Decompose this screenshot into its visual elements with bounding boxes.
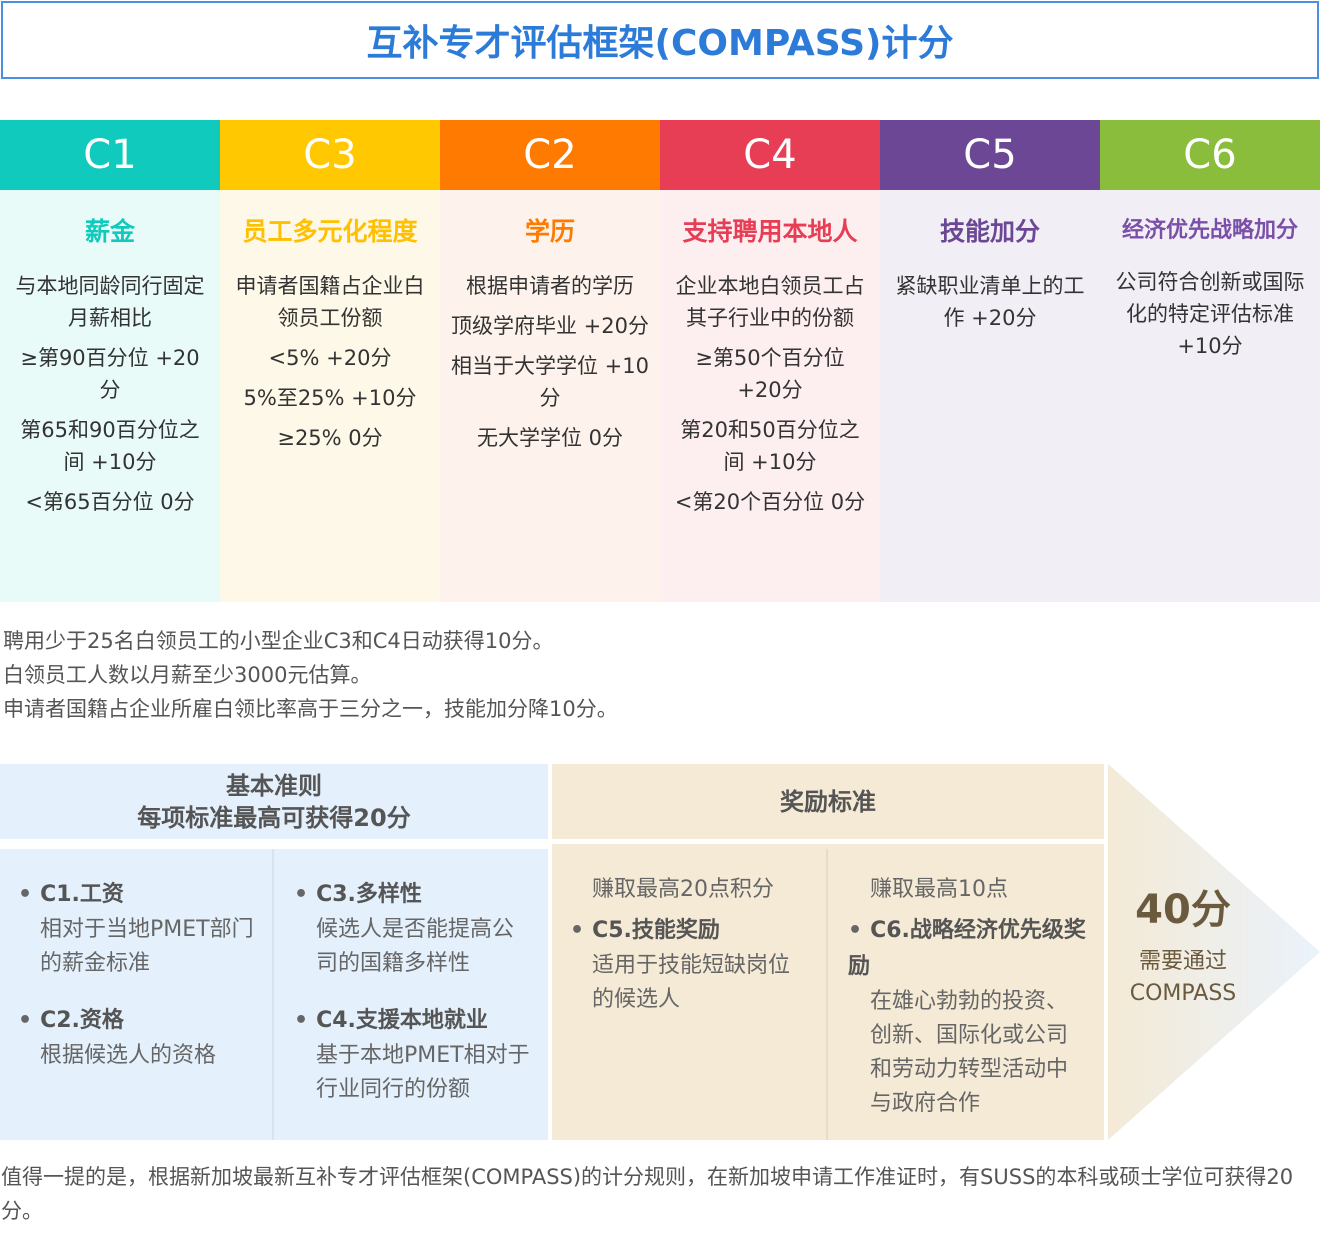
criterion-column-c4: C4 支持聘用本地人企业本地白领员工占其子行业中的份额 ≥第50个百分位 +20分… (660, 120, 880, 602)
criterion-code: C2 (440, 120, 660, 190)
basic-criteria-section: 基本准则 每项标准最高可获得20分 C1.工资 相对于当地PMET部门的薪金标准… (0, 764, 548, 1140)
criterion-line: 企业本地白领员工占其子行业中的份额 (675, 274, 865, 330)
criterion-body: 员工多元化程度申请者国籍占企业白领员工份额 <5% +20分 5%至25% +10分… (220, 190, 440, 602)
bullet-title: C3.多样性 (294, 877, 530, 913)
criterion-body: 支持聘用本地人企业本地白领员工占其子行业中的份额 ≥第50个百分位 +20分第20… (660, 190, 880, 602)
bullet-text: 相对于当地PMET部门的薪金标准 (40, 917, 254, 976)
bullet-title: C1.工资 (18, 877, 254, 913)
basic-right: C3.多样性 候选人是否能提高公司的国籍多样性 C4.支援本地就业 基于本地PM… (276, 849, 548, 1140)
bonus-header: 奖励标准 (552, 764, 1104, 844)
criterion-code: C5 (880, 120, 1100, 190)
criterion-line: 紧缺职业清单上的工作 +20分 (895, 274, 1085, 330)
criterion-line: <5% +20分 (268, 346, 392, 370)
criterion-line: 第20和50百分位之间 +10分 (680, 418, 860, 474)
criterion-line: ≥第50个百分位 +20分 (695, 346, 845, 402)
bonus-left: 赚取最高20点积分 C5.技能奖励 适用于技能短缺岗位的候选人 (552, 849, 828, 1140)
criterion-title: 员工多元化程度 (242, 217, 418, 246)
bullet-text: 在雄心勃勃的投资、创新、国际化或公司和劳动力转型活动中与政府合作 (870, 989, 1069, 1116)
criterion-line: 顶级学府毕业 +20分 (451, 314, 649, 338)
criterion-column-c1: C1 薪金与本地同龄同行固定月薪相比 ≥第90百分位 +20分第65和90百分位之… (0, 120, 220, 602)
criterion-column-c2: C2 学历根据申请者的学历顶级学府毕业 +20分相当于大学学位 +10分无大学学… (440, 120, 660, 602)
basic-header: 基本准则 每项标准最高可获得20分 (0, 764, 548, 844)
criterion-line: 根据申请者的学历 (466, 274, 634, 298)
criterion-line: <第65百分位 0分 (25, 490, 195, 514)
criterion-line: 第65和90百分位之间 +10分 (20, 418, 200, 474)
criterion-line: 公司符合创新或国际化的特定评估标准 +10分 (1115, 270, 1305, 358)
criterion-code: C3 (220, 120, 440, 190)
criterion-title: 薪金 (84, 217, 135, 246)
criterion-column-c5: C5 技能加分紧缺职业清单上的工作 +20分 (880, 120, 1100, 602)
criterion-line: 相当于大学学位 +10分 (451, 354, 649, 410)
bonus-points: 赚取最高20点积分 (592, 877, 774, 902)
criterion-line: <第20个百分位 0分 (674, 490, 866, 514)
criterion-title: 支持聘用本地人 (682, 217, 858, 246)
criterion-body: 经济优先战略加分公司符合创新或国际化的特定评估标准 +10分 (1100, 190, 1320, 602)
criterion-line: 5%至25% +10分 (243, 386, 417, 410)
bullet-text: 根据候选人的资格 (40, 1043, 217, 1068)
result: 40分 需要通过 COMPASS (1108, 880, 1258, 1010)
criterion-title: 经济优先战略加分 (1121, 218, 1298, 243)
criteria-columns: C1 薪金与本地同龄同行固定月薪相比 ≥第90百分位 +20分第65和90百分位之… (0, 120, 1320, 602)
bullet-title: C5.技能奖励 (570, 913, 808, 949)
criterion-title: 学历 (524, 217, 575, 246)
page-title: 互补专才评估框架(COMPASS)计分 (1, 1, 1319, 79)
bullet-text: 候选人是否能提高公司的国籍多样性 (316, 917, 515, 976)
basic-subtitle: 每项标准最高可获得20分 (137, 803, 411, 832)
criterion-title: 技能加分 (939, 217, 1040, 246)
bullet-title: C4.支援本地就业 (294, 1003, 530, 1039)
total-score: 40分 (1135, 887, 1231, 933)
criterion-body: 薪金与本地同龄同行固定月薪相比 ≥第90百分位 +20分第65和90百分位之间 +… (0, 190, 220, 602)
criterion-code: C1 (0, 120, 220, 190)
criterion-line: ≥25% 0分 (277, 426, 383, 450)
bullet-title: C6.战略经济优先级奖励 (848, 913, 1086, 985)
basic-left: C1.工资 相对于当地PMET部门的薪金标准 C2.资格 根据候选人的资格 (0, 849, 274, 1140)
bullet-text: 适用于技能短缺岗位的候选人 (592, 953, 791, 1012)
bonus-right: 赚取最高10点 C6.战略经济优先级奖励 在雄心勃勃的投资、创新、国际化或公司和… (830, 849, 1104, 1140)
criterion-column-c3: C3 员工多元化程度申请者国籍占企业白领员工份额 <5% +20分 5%至25% +… (220, 120, 440, 602)
criterion-line: 与本地同龄同行固定月薪相比 (15, 274, 205, 330)
criterion-line: 申请者国籍占企业白领员工份额 (235, 274, 425, 330)
basic-title: 基本准则 (226, 771, 322, 800)
footer-note: 值得一提的是，根据新加坡最新互补专才评估框架(COMPASS)的计分规则，在新加… (1, 1165, 1294, 1223)
criterion-line: 无大学学位 0分 (476, 426, 624, 450)
notes: 聘用少于25名白领员工的小型企业C3和C4日动获得10分。 白领员工人数以月薪至… (3, 624, 618, 726)
criterion-code: C6 (1100, 120, 1320, 190)
criterion-body: 技能加分紧缺职业清单上的工作 +20分 (880, 190, 1100, 602)
criterion-body: 学历根据申请者的学历顶级学府毕业 +20分相当于大学学位 +10分无大学学位 0… (440, 190, 660, 602)
criterion-code: C4 (660, 120, 880, 190)
result-line1: 需要通过 (1138, 949, 1227, 974)
note: 聘用少于25名白领员工的小型企业C3和C4日动获得10分。 (3, 629, 554, 653)
note: 白领员工人数以月薪至少3000元估算。 (3, 663, 372, 687)
bullet-text: 基于本地PMET相对于行业同行的份额 (316, 1043, 530, 1102)
bullet-title: C2.资格 (18, 1003, 254, 1039)
criterion-line: ≥第90百分位 +20分 (20, 346, 200, 402)
bonus-section: 奖励标准 赚取最高20点积分 C5.技能奖励 适用于技能短缺岗位的候选人 赚取最… (552, 764, 1104, 1140)
bonus-points: 赚取最高10点 (870, 877, 1008, 902)
result-line2: COMPASS (1129, 981, 1237, 1006)
note: 申请者国籍占企业所雇白领比率高于三分之一，技能加分降10分。 (3, 697, 618, 721)
criterion-column-c6: C6 经济优先战略加分公司符合创新或国际化的特定评估标准 +10分 (1100, 120, 1320, 602)
